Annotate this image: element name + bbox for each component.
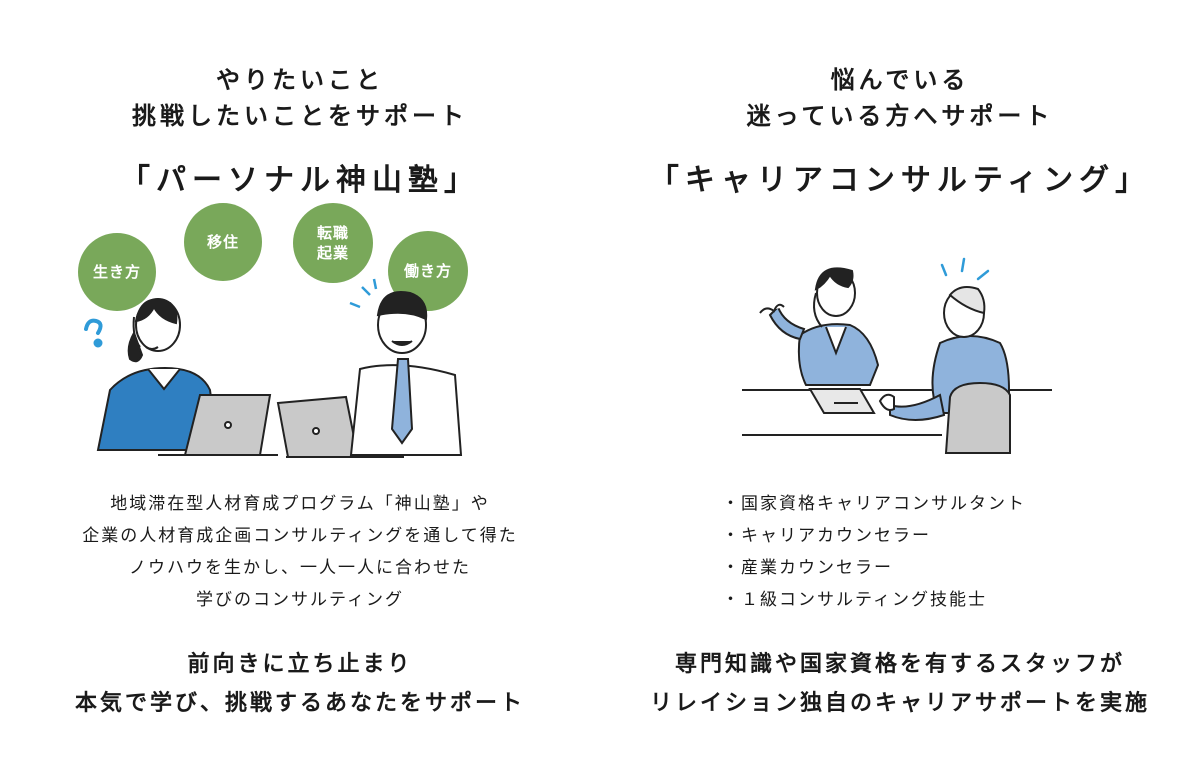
left-title: 「パーソナル神山塾」	[120, 163, 480, 198]
qualification-item: ・国家資格キャリアコンサルタント	[722, 494, 1026, 514]
qualification-item: ・１級コンサルティング技能士	[722, 590, 987, 610]
personal-kamiyama-section: やりたいこと 挑戦したいことをサポート 「パーソナル神山塾」 生き方 移住 転職…	[0, 62, 600, 723]
emphasis-lines-icon	[940, 257, 990, 281]
qualifications-list: ・国家資格キャリアコンサルタント ・キャリアカウンセラー ・産業カウンセラー ・…	[722, 488, 1026, 616]
qualification-item: ・産業カウンセラー	[722, 558, 893, 578]
chair-icon	[944, 381, 1011, 454]
left-heading-line1: やりたいこと	[216, 66, 384, 94]
left-heading-line2: 挑戦したいことをサポート	[132, 102, 468, 130]
bubble-way-of-life: 生き方	[78, 233, 156, 311]
left-closing-line2: 本気で学び、挑戦するあなたをサポート	[74, 691, 525, 716]
counselor-woman	[759, 267, 880, 386]
right-heading-line1: 悩んでいる	[830, 66, 970, 94]
career-consulting-section: 悩んでいる 迷っている方へサポート 「キャリアコンサルティング」	[600, 0, 1200, 765]
description-line: 学びのコンサルティング	[196, 590, 404, 610]
description-line: 地域滞在型人材育成プログラム「神山塾」や	[110, 494, 490, 514]
right-closing: 専門知識や国家資格を有するスタッフが リレイション独自のキャリアサポートを実施	[600, 645, 1200, 723]
online-consulting-illustration	[84, 278, 463, 458]
bubble-label: 移住	[206, 233, 239, 251]
bubble-career-change-startup: 転職 起業	[293, 203, 373, 283]
qualification-item: ・キャリアカウンセラー	[722, 526, 931, 546]
question-mark-icon	[84, 318, 103, 348]
career-counseling-illustration	[742, 257, 1052, 454]
woman-with-headset	[96, 298, 220, 451]
man-with-headset	[349, 278, 463, 456]
document-icon	[808, 388, 876, 414]
right-heading: 悩んでいる 迷っている方へサポート	[600, 62, 1200, 134]
left-closing: 前向きに立ち止まり 本気で学び、挑戦するあなたをサポート	[0, 645, 600, 723]
right-closing-line2: リレイション独自のキャリアサポートを実施	[649, 691, 1150, 716]
right-title: 「キャリアコンサルティング」	[648, 163, 1152, 198]
bubble-label: 転職	[316, 224, 349, 242]
laptop-icon	[276, 395, 404, 458]
right-closing-line1: 専門知識や国家資格を有するスタッフが	[674, 652, 1125, 677]
right-heading-line2: 迷っている方へサポート	[746, 102, 1054, 130]
bubble-label: 働き方	[403, 262, 452, 280]
left-description: 地域滞在型人材育成プログラム「神山塾」や 企業の人材育成企画コンサルティングを通…	[0, 488, 600, 616]
bubble-relocation: 移住	[184, 203, 262, 281]
laptop-icon	[158, 394, 278, 456]
description-line: ノウハウを生かし、一人一人に合わせた	[129, 558, 471, 578]
left-heading: やりたいこと 挑戦したいことをサポート	[0, 62, 600, 134]
bubble-label: 起業	[316, 244, 349, 262]
bubble-label: 生き方	[92, 263, 141, 281]
left-closing-line1: 前向きに立ち止まり	[187, 652, 413, 677]
description-line: 企業の人材育成企画コンサルティングを通して得た	[82, 526, 518, 546]
